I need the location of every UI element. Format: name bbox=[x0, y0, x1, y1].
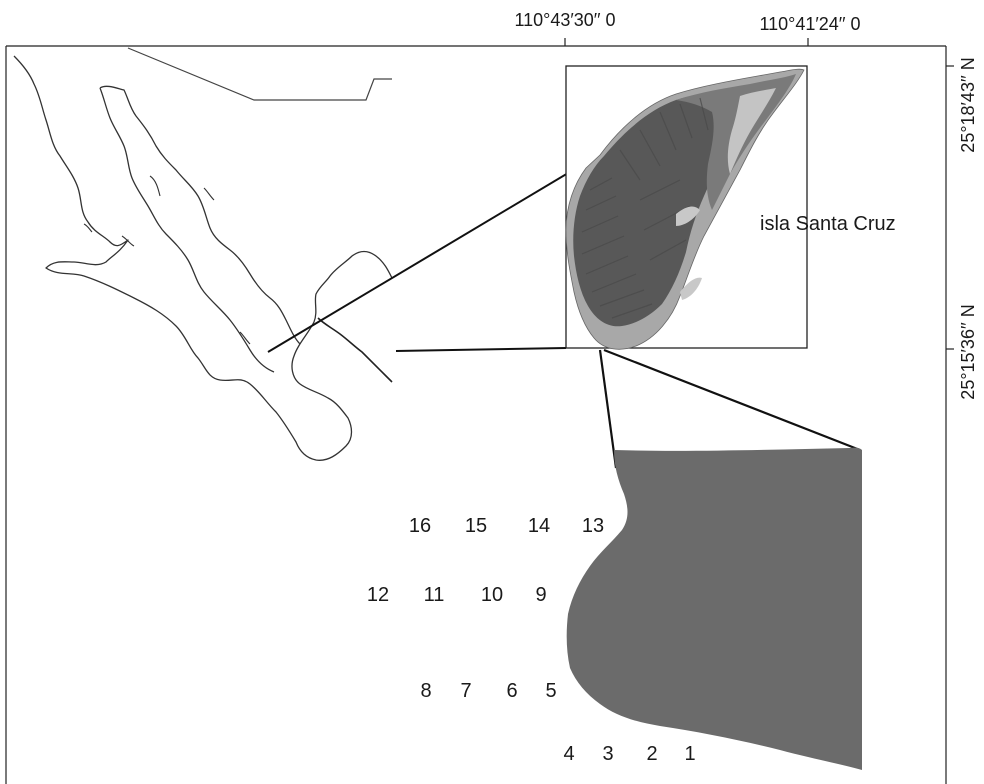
site-label: 8 bbox=[420, 680, 431, 702]
map-frame bbox=[5, 45, 947, 784]
leader-line-to-inset bbox=[267, 153, 601, 353]
site-label: 6 bbox=[506, 680, 517, 702]
site-label: 7 bbox=[460, 680, 471, 702]
site-label: 14 bbox=[528, 515, 550, 537]
island-light-zone bbox=[727, 88, 776, 174]
site-label: 10 bbox=[481, 584, 503, 606]
gulf-coastline bbox=[99, 85, 301, 373]
latitude-label-upper: 25°18′43′′ N bbox=[958, 57, 978, 152]
site-label: 11 bbox=[424, 584, 445, 606]
zoom-leader-right bbox=[603, 348, 861, 452]
site-labels: 16 15 14 13 12 11 10 9 8 7 6 5 4 3 2 1 bbox=[367, 515, 696, 765]
site-label: 12 bbox=[367, 584, 389, 606]
site-label: 15 bbox=[465, 515, 487, 537]
peninsula-coastline bbox=[13, 55, 393, 461]
site-label: 13 bbox=[582, 515, 604, 537]
island-light-patches bbox=[676, 206, 702, 300]
zoomed-island-segment bbox=[566, 447, 862, 784]
latitude-label-lower: 25°15′36′′ N bbox=[958, 304, 978, 399]
site-label: 2 bbox=[646, 743, 657, 765]
site-label: 3 bbox=[602, 743, 613, 765]
longitude-label-right: 110°41′24′′ 0 bbox=[759, 14, 860, 34]
mainland-coastline bbox=[317, 317, 393, 383]
border-line bbox=[127, 47, 392, 101]
island-santa-cruz bbox=[565, 68, 805, 350]
site-label: 5 bbox=[545, 680, 556, 702]
site-label: 1 bbox=[684, 743, 695, 765]
island-stripes bbox=[581, 97, 709, 319]
longitude-label-left: 110°43′30′′ 0 bbox=[514, 10, 615, 30]
site-label: 4 bbox=[563, 743, 574, 765]
island-name-label: isla Santa Cruz bbox=[760, 213, 896, 235]
site-label: 16 bbox=[409, 515, 431, 537]
frame-ticks bbox=[564, 38, 954, 350]
peninsula-details bbox=[83, 175, 251, 345]
zoom-leader-left bbox=[598, 349, 618, 469]
leader-line-to-inset-lower bbox=[395, 347, 567, 352]
site-label: 9 bbox=[535, 584, 546, 606]
island-dark-zone bbox=[573, 93, 740, 327]
